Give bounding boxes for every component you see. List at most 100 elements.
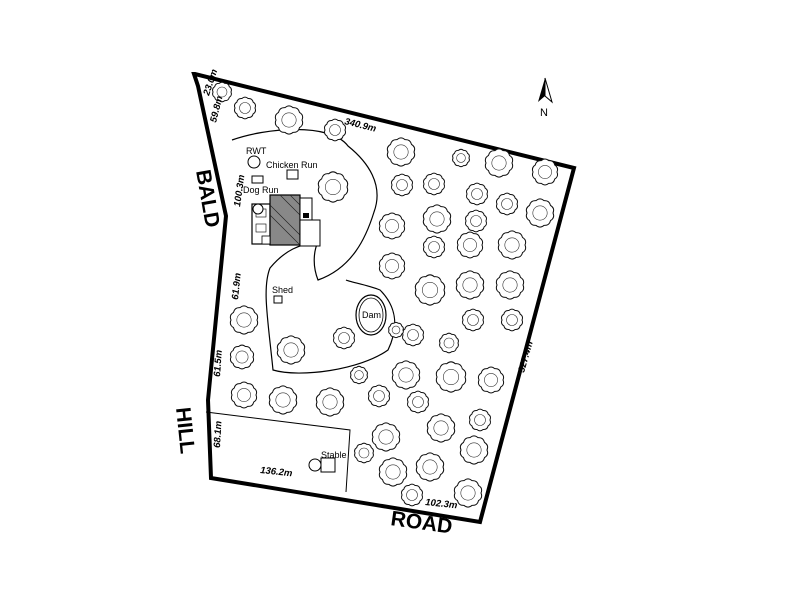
dim-59-8m: 59.8m	[208, 94, 225, 123]
tree-symbol-detail	[442, 368, 459, 385]
tree-symbol	[378, 212, 406, 240]
tree-symbol-detail	[237, 388, 251, 402]
shed-label: Shed	[272, 285, 293, 295]
tree-symbol	[525, 198, 555, 228]
tree-symbol-detail	[484, 373, 498, 387]
tree-symbol-detail	[378, 429, 394, 445]
north-arrow: N	[538, 77, 553, 119]
tree-symbol-detail	[406, 489, 418, 501]
dog-run-label: Dog Run	[243, 185, 279, 195]
road-label-hill: HILL	[171, 406, 199, 455]
tree-symbol-detail	[324, 179, 341, 196]
tree-symbol	[469, 408, 491, 432]
tree-symbol	[276, 335, 306, 365]
tree-symbol	[274, 105, 304, 135]
tree-symbol-detail	[474, 414, 486, 426]
tree-symbol	[466, 182, 488, 206]
chicken-run-label: Chicken Run	[266, 160, 318, 170]
tree-symbol	[386, 137, 416, 167]
tree-symbol-detail	[216, 86, 228, 98]
tree-symbol-detail	[358, 447, 370, 459]
tree-symbol-detail	[421, 281, 438, 298]
tree-symbol	[230, 381, 258, 409]
tree-symbol	[268, 385, 298, 415]
tree-symbol-detail	[467, 314, 479, 326]
tree-symbol-detail	[433, 420, 449, 436]
property-boundary	[191, 72, 577, 525]
tree-symbol	[462, 308, 484, 332]
tree-symbol-detail	[462, 277, 478, 293]
tree-symbol	[388, 321, 404, 339]
tree-symbol	[456, 231, 484, 259]
tree-symbol	[324, 118, 346, 142]
tree-symbol-detail	[428, 178, 440, 190]
tree-symbol	[423, 172, 445, 196]
tree-symbol	[423, 235, 445, 259]
tree-symbol-detail	[283, 342, 299, 358]
tree-symbol-detail	[491, 155, 507, 171]
tree-symbol	[234, 96, 256, 120]
chicken-run-box	[286, 169, 299, 180]
tree-symbol-detail	[236, 312, 252, 328]
tree-symbol	[378, 252, 406, 280]
tree-symbol	[422, 204, 452, 234]
tree-symbol-detail	[532, 205, 548, 221]
tree-symbol-detail	[281, 112, 297, 128]
tank-2	[252, 203, 264, 215]
dim-61-9m: 61.9m	[230, 272, 244, 300]
tree-symbol-detail	[422, 459, 438, 475]
tree-symbol-detail	[385, 259, 399, 273]
stable-label: Stable	[321, 450, 347, 460]
dim-102-3m: 102.3m	[425, 497, 459, 511]
tree-symbol	[402, 323, 424, 347]
tree-symbol-detail	[428, 241, 440, 253]
tree-symbol	[354, 442, 374, 464]
tree-symbol	[531, 158, 559, 186]
dim-136-2m: 136.2m	[260, 465, 294, 479]
tree-symbol	[317, 171, 349, 203]
stable-tank	[308, 458, 322, 472]
tree-symbol-detail	[239, 102, 251, 114]
tree-symbol-detail	[466, 442, 482, 458]
tree-symbol-detail	[398, 367, 414, 383]
tree-symbol-detail	[338, 332, 350, 344]
tree-symbol-detail	[235, 350, 249, 364]
tree-symbol	[465, 209, 487, 233]
tree-symbol-detail	[393, 144, 409, 160]
tree-symbol-detail	[504, 237, 520, 253]
tree-symbol	[453, 478, 483, 508]
tree-symbol-detail	[385, 464, 401, 480]
tree-symbol-detail	[275, 392, 291, 408]
tree-symbol-detail	[385, 219, 399, 233]
tree-symbol-detail	[471, 188, 483, 200]
tree-symbol-detail	[429, 211, 445, 227]
north-label: N	[540, 107, 548, 119]
tree-symbol-detail	[502, 277, 518, 293]
tree-symbol-detail	[470, 215, 482, 227]
dim-327-4m: 327.4m	[516, 339, 536, 374]
tree-symbol	[212, 81, 232, 103]
tree-symbol	[391, 173, 413, 197]
dog-run-box	[251, 175, 264, 184]
tree-symbol	[426, 413, 456, 443]
tree-symbol	[501, 308, 523, 332]
dam-label: Dam	[362, 310, 381, 320]
tree-symbol	[401, 483, 423, 507]
tree-symbol-detail	[391, 325, 401, 335]
tree-symbol	[315, 387, 345, 417]
tree-symbol	[229, 344, 255, 370]
tree-symbol-detail	[373, 390, 385, 402]
tree-symbol-detail	[443, 337, 455, 349]
shed-box	[273, 295, 283, 304]
tree-symbol	[229, 305, 259, 335]
tree-symbol	[371, 422, 401, 452]
tree-symbol	[477, 366, 505, 394]
tree-symbol	[439, 332, 459, 354]
tree-symbol-detail	[456, 153, 466, 163]
tree-symbol-detail	[412, 396, 424, 408]
tree-symbol-detail	[506, 314, 518, 326]
tree-symbol-detail	[354, 370, 364, 380]
tree-symbol	[455, 270, 485, 300]
tree-symbol-detail	[463, 238, 477, 252]
